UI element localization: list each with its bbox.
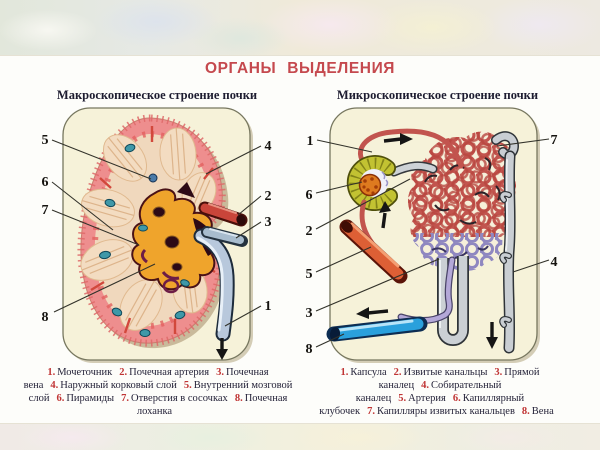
glomerulus xyxy=(358,173,382,197)
decorative-top-band xyxy=(0,0,600,56)
legend-number: 8. xyxy=(521,406,530,417)
legend-number: 2. xyxy=(119,367,128,378)
legend-label: Артерия xyxy=(408,393,446,404)
afferent-capillary-loop xyxy=(358,128,464,169)
legend-label: Извитые канальцы xyxy=(403,367,488,378)
macro-marker-3: 3 xyxy=(265,215,272,230)
legend-label: Отверстия в сосочках xyxy=(130,393,228,404)
legend-label: Наружный корковый слой xyxy=(60,380,177,391)
legend-number: 8. xyxy=(234,393,243,404)
macro-marker-5: 5 xyxy=(42,133,49,148)
legend-label: Мочеточник xyxy=(57,367,113,378)
legend-label: Внутренний мозговой слой xyxy=(28,380,293,404)
micro-legend: 1.Капсула 2.Извитые канальцы 3.Прямой кана… xyxy=(306,366,574,418)
macro-heading: Макроскопическое строение почки xyxy=(56,88,258,102)
macro-marker-7: 7 xyxy=(42,203,49,218)
legend-number: 3. xyxy=(216,367,224,378)
legend-label: Прямой каналец xyxy=(378,367,540,391)
papilla-spots xyxy=(99,143,190,337)
micro-marker-6: 6 xyxy=(306,188,313,203)
legend-number: 6. xyxy=(56,393,65,404)
macro-marker-4: 4 xyxy=(265,139,272,154)
legend-label: Почечная вена xyxy=(23,367,269,391)
micro-marker-3: 3 xyxy=(306,306,313,321)
legend-label: Капсула xyxy=(350,367,387,378)
macro-marker-2: 2 xyxy=(265,189,272,204)
legend-label: Капиллярный клубочек xyxy=(319,393,525,417)
micro-heading: Микроскопическое строение почки xyxy=(336,88,539,102)
decorative-bottom-band xyxy=(0,423,600,450)
ureter xyxy=(193,228,235,342)
legend-number: 2. xyxy=(393,367,402,378)
flow-arrow-up-icon xyxy=(379,201,391,229)
legend-number: 1. xyxy=(340,367,349,378)
urine-flow-arrow-icon xyxy=(216,338,228,360)
flow-arrow-right-icon xyxy=(383,133,413,145)
artery-tube xyxy=(339,219,408,284)
legend-label: Почечная лоханка xyxy=(136,393,288,417)
micro-marker-7: 7 xyxy=(551,133,558,148)
legend-number: 7. xyxy=(367,406,375,417)
macro-kidney-diagram: 5 6 7 8 4 2 3 1 xyxy=(42,107,272,363)
macro-marker-8: 8 xyxy=(42,310,49,325)
legend-number: 5. xyxy=(183,380,192,391)
legend-number: 5. xyxy=(398,393,407,404)
capsule-outlet-tubule xyxy=(389,161,438,177)
legend-number: 7. xyxy=(121,393,129,404)
micro-nephron-diagram: 1 6 2 5 3 8 7 4 xyxy=(306,107,558,363)
kidney-pyramids xyxy=(80,127,217,331)
micro-marker-1: 1 xyxy=(307,134,314,149)
bowman-capsule xyxy=(346,155,398,211)
kidney-illustration xyxy=(77,114,248,360)
micro-marker-2: 2 xyxy=(306,224,313,239)
legend-label: Капилляры извитых канальцев xyxy=(376,406,515,417)
renal-artery xyxy=(198,201,248,227)
flow-arrow-left-icon xyxy=(356,307,389,319)
legend-number: 6. xyxy=(452,393,461,404)
micro-marker-8: 8 xyxy=(306,342,313,357)
legend-label: Пирамиды xyxy=(66,393,115,404)
macro-label-lines xyxy=(51,139,262,327)
legend-number: 3. xyxy=(494,367,503,378)
micro-marker-4: 4 xyxy=(551,255,558,270)
macro-marker-1: 1 xyxy=(265,299,272,314)
legend-number: 4. xyxy=(421,380,429,391)
micro-marker-5: 5 xyxy=(306,267,313,282)
cortex-columns xyxy=(90,126,216,334)
flow-arrow-down-icon xyxy=(486,322,498,349)
legend-number: 1. xyxy=(47,367,56,378)
legend-number: 4. xyxy=(50,380,59,391)
slide-title: ОРГАНЫ ВЫДЕЛЕНИЯ xyxy=(204,60,396,77)
legend-label: Вена xyxy=(531,406,554,417)
legend-label: Почечная артерия xyxy=(129,367,210,378)
legend-label: Собирательный каналец xyxy=(355,380,502,404)
micro-label-lines xyxy=(315,138,550,348)
macro-marker-6: 6 xyxy=(42,175,49,190)
cortex-striations xyxy=(77,114,226,347)
renal-vein xyxy=(201,226,248,247)
collecting-duct xyxy=(491,131,520,354)
